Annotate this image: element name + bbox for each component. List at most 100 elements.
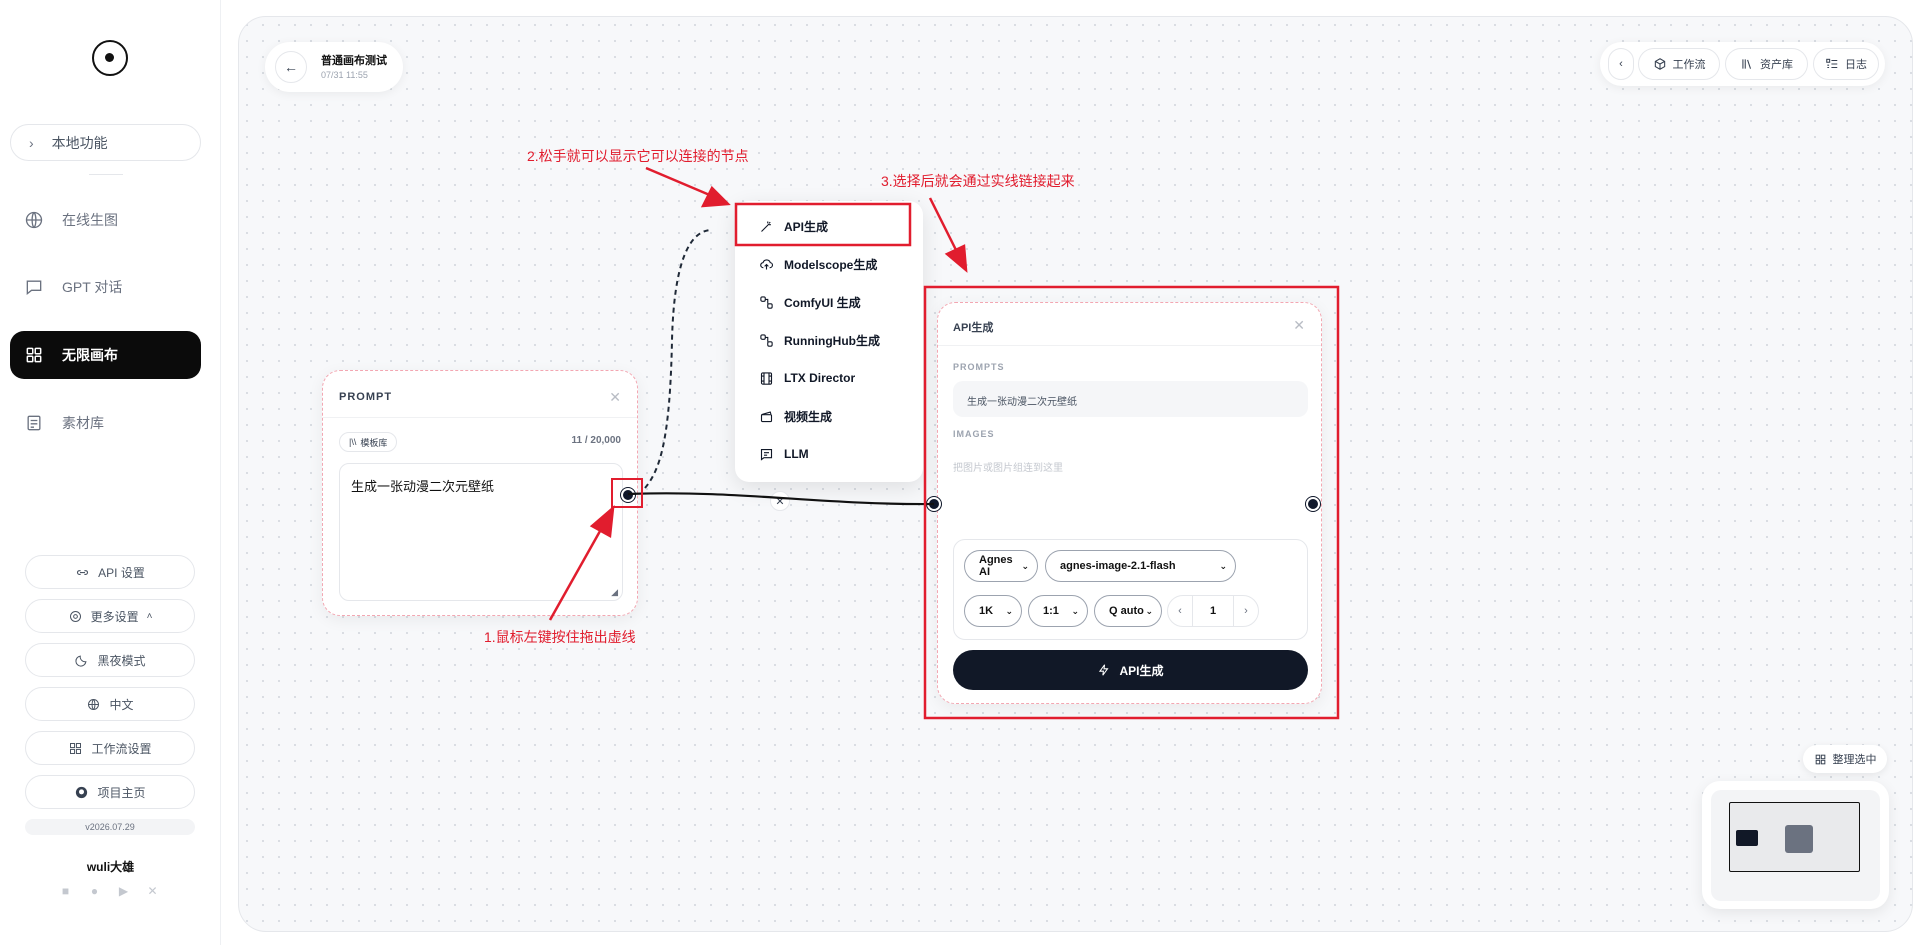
images-dropzone[interactable]: 把图片或图片组连到这里: [953, 463, 1063, 474]
project-home-label: 项目主页: [97, 785, 146, 800]
api-output-handle[interactable]: [1306, 497, 1320, 511]
resolution-value: 1K: [979, 605, 994, 617]
grid-icon: [70, 742, 82, 754]
library-icon: [1742, 59, 1751, 69]
model-select[interactable]: agnes-image-2.1-flash ⌄: [1045, 550, 1236, 582]
x-icon[interactable]: ✕: [147, 883, 158, 898]
menu-item-llm[interactable]: LLM: [743, 437, 915, 471]
api-settings-label: API 设置: [98, 565, 145, 580]
decrement-icon[interactable]: ‹: [1178, 605, 1182, 617]
workflow-label: 工作流: [1672, 59, 1706, 71]
menu-item-comfyui[interactable]: ComfyUI 生成: [743, 285, 915, 319]
chevron-left-icon: ‹: [1619, 58, 1623, 70]
logs-button[interactable]: 日志: [1813, 48, 1879, 80]
library-icon: [27, 415, 41, 431]
sidebar-item-gpt-chat[interactable]: GPT 对话: [10, 263, 201, 311]
chevron-up-icon: ˄: [146, 610, 153, 622]
node-title: API生成: [953, 322, 994, 334]
dark-mode-button[interactable]: 黑夜模式: [25, 643, 195, 677]
chevron-down-icon: ⌄: [1219, 560, 1227, 571]
globe-icon: [25, 211, 43, 229]
api-generate-button[interactable]: API生成: [953, 650, 1308, 690]
page-date: 07/31 11:55: [321, 70, 368, 80]
chevron-right-icon: ›: [29, 134, 34, 151]
resolution-select[interactable]: 1K ⌄: [964, 595, 1022, 627]
prompts-input[interactable]: 生成一张动漫二次元壁纸: [953, 381, 1308, 417]
annotation-step3: 3.选择后就会通过实线链接起来: [881, 173, 1075, 189]
youtube-icon[interactable]: ▶: [118, 883, 129, 898]
clapper-icon: [760, 410, 773, 422]
menu-item-api-generate[interactable]: API生成: [743, 209, 915, 243]
api-generate-node[interactable]: API生成 ✕ PROMPTS 生成一张动漫二次元壁纸 IMAGES 把图片或图…: [937, 302, 1322, 704]
divider: [89, 174, 123, 175]
menu-item-video-generate[interactable]: 视频生成: [743, 399, 915, 433]
minimap[interactable]: [1702, 781, 1889, 909]
moon-icon: [75, 655, 87, 667]
divider: [938, 345, 1321, 346]
workflow-settings-button[interactable]: 工作流设置: [25, 731, 195, 765]
api-generate-label: API生成: [1119, 663, 1164, 678]
count-value[interactable]: 1: [1192, 596, 1234, 626]
ratio-value: 1:1: [1043, 605, 1059, 617]
prompt-node[interactable]: PROMPT ✕ |\\ 模板库 11 / 20,000 生成一张动漫二次元壁纸…: [322, 370, 638, 616]
count-stepper[interactable]: ‹ 1 ›: [1167, 595, 1259, 627]
play-icon[interactable]: ●: [90, 883, 99, 898]
chevron-down-icon: ⌄: [1005, 605, 1013, 616]
lightning-icon: [1099, 664, 1110, 676]
local-features-button[interactable]: › 本地功能: [10, 124, 201, 161]
chat-icon: [26, 280, 42, 296]
menu-item-label: RunningHub生成: [784, 333, 880, 348]
minimap-viewport[interactable]: [1729, 802, 1860, 872]
prompt-textarea[interactable]: 生成一张动漫二次元壁纸 ◢: [339, 463, 623, 601]
menu-item-label: ComfyUI 生成: [784, 295, 861, 310]
menu-item-runninghub[interactable]: RunningHub生成: [743, 323, 915, 357]
menu-item-ltx-director[interactable]: LTX Director: [743, 361, 915, 395]
app-logo[interactable]: [92, 40, 128, 76]
workflow-button[interactable]: 工作流: [1638, 48, 1720, 80]
language-button[interactable]: 中文: [25, 687, 195, 721]
delete-edge-icon[interactable]: ✕: [770, 491, 790, 511]
more-settings-label: 更多设置: [90, 609, 139, 624]
magic-wand-icon: [761, 221, 771, 232]
menu-item-modelscope[interactable]: Modelscope生成: [743, 247, 915, 281]
github-icon: [76, 786, 88, 798]
cloud-upload-icon: [760, 258, 773, 269]
provider-select[interactable]: Agnes AI ⌄: [964, 550, 1038, 582]
discord-icon[interactable]: ■: [61, 883, 70, 898]
workflow-settings-label: 工作流设置: [91, 741, 152, 756]
close-icon[interactable]: ✕: [609, 389, 621, 405]
back-button[interactable]: ←: [275, 51, 307, 83]
api-input-handle[interactable]: [927, 497, 941, 511]
top-toolbar: ‹ 工作流 资产库 日志: [1600, 42, 1885, 86]
sidebar-item-label: 在线生图: [62, 212, 118, 228]
resize-handle-icon[interactable]: ◢: [611, 587, 618, 597]
collapse-button[interactable]: ‹: [1608, 48, 1634, 80]
globe-icon: [88, 698, 100, 710]
assets-label: 资产库: [1760, 59, 1793, 71]
local-features-label: 本地功能: [51, 134, 108, 151]
close-icon[interactable]: ✕: [1293, 317, 1305, 333]
list-icon: [1826, 58, 1838, 69]
assets-button[interactable]: 资产库: [1725, 48, 1808, 80]
sidebar-item-online-image[interactable]: 在线生图: [10, 196, 201, 244]
char-count: 11 / 20,000: [571, 435, 622, 446]
more-settings-button[interactable]: 更多设置 ˄: [25, 599, 195, 633]
increment-icon[interactable]: ›: [1244, 605, 1248, 617]
minimap-node-api: [1785, 825, 1813, 853]
sidebar-item-infinite-canvas[interactable]: 无限画布: [10, 331, 201, 379]
sidebar-item-library[interactable]: 素材库: [10, 399, 201, 447]
quality-value: Q auto: [1109, 605, 1144, 617]
organize-selection-button[interactable]: 整理选中: [1803, 745, 1887, 773]
ratio-select[interactable]: 1:1 ⌄: [1028, 595, 1088, 627]
menu-item-label: LTX Director: [784, 371, 856, 385]
template-library-label: 模板库: [360, 437, 388, 448]
prompt-output-handle[interactable]: [621, 488, 635, 502]
social-links: ■ ● ▶ ✕: [58, 883, 160, 898]
project-home-button[interactable]: 项目主页: [25, 775, 195, 809]
prompt-text: 生成一张动漫二次元壁纸: [351, 479, 495, 494]
template-library-button[interactable]: |\\ 模板库: [339, 432, 398, 452]
language-label: 中文: [109, 697, 134, 712]
menu-item-label: Modelscope生成: [784, 257, 878, 272]
api-settings-button[interactable]: API 设置: [25, 555, 195, 589]
quality-select[interactable]: Q auto ⌄: [1094, 595, 1162, 627]
